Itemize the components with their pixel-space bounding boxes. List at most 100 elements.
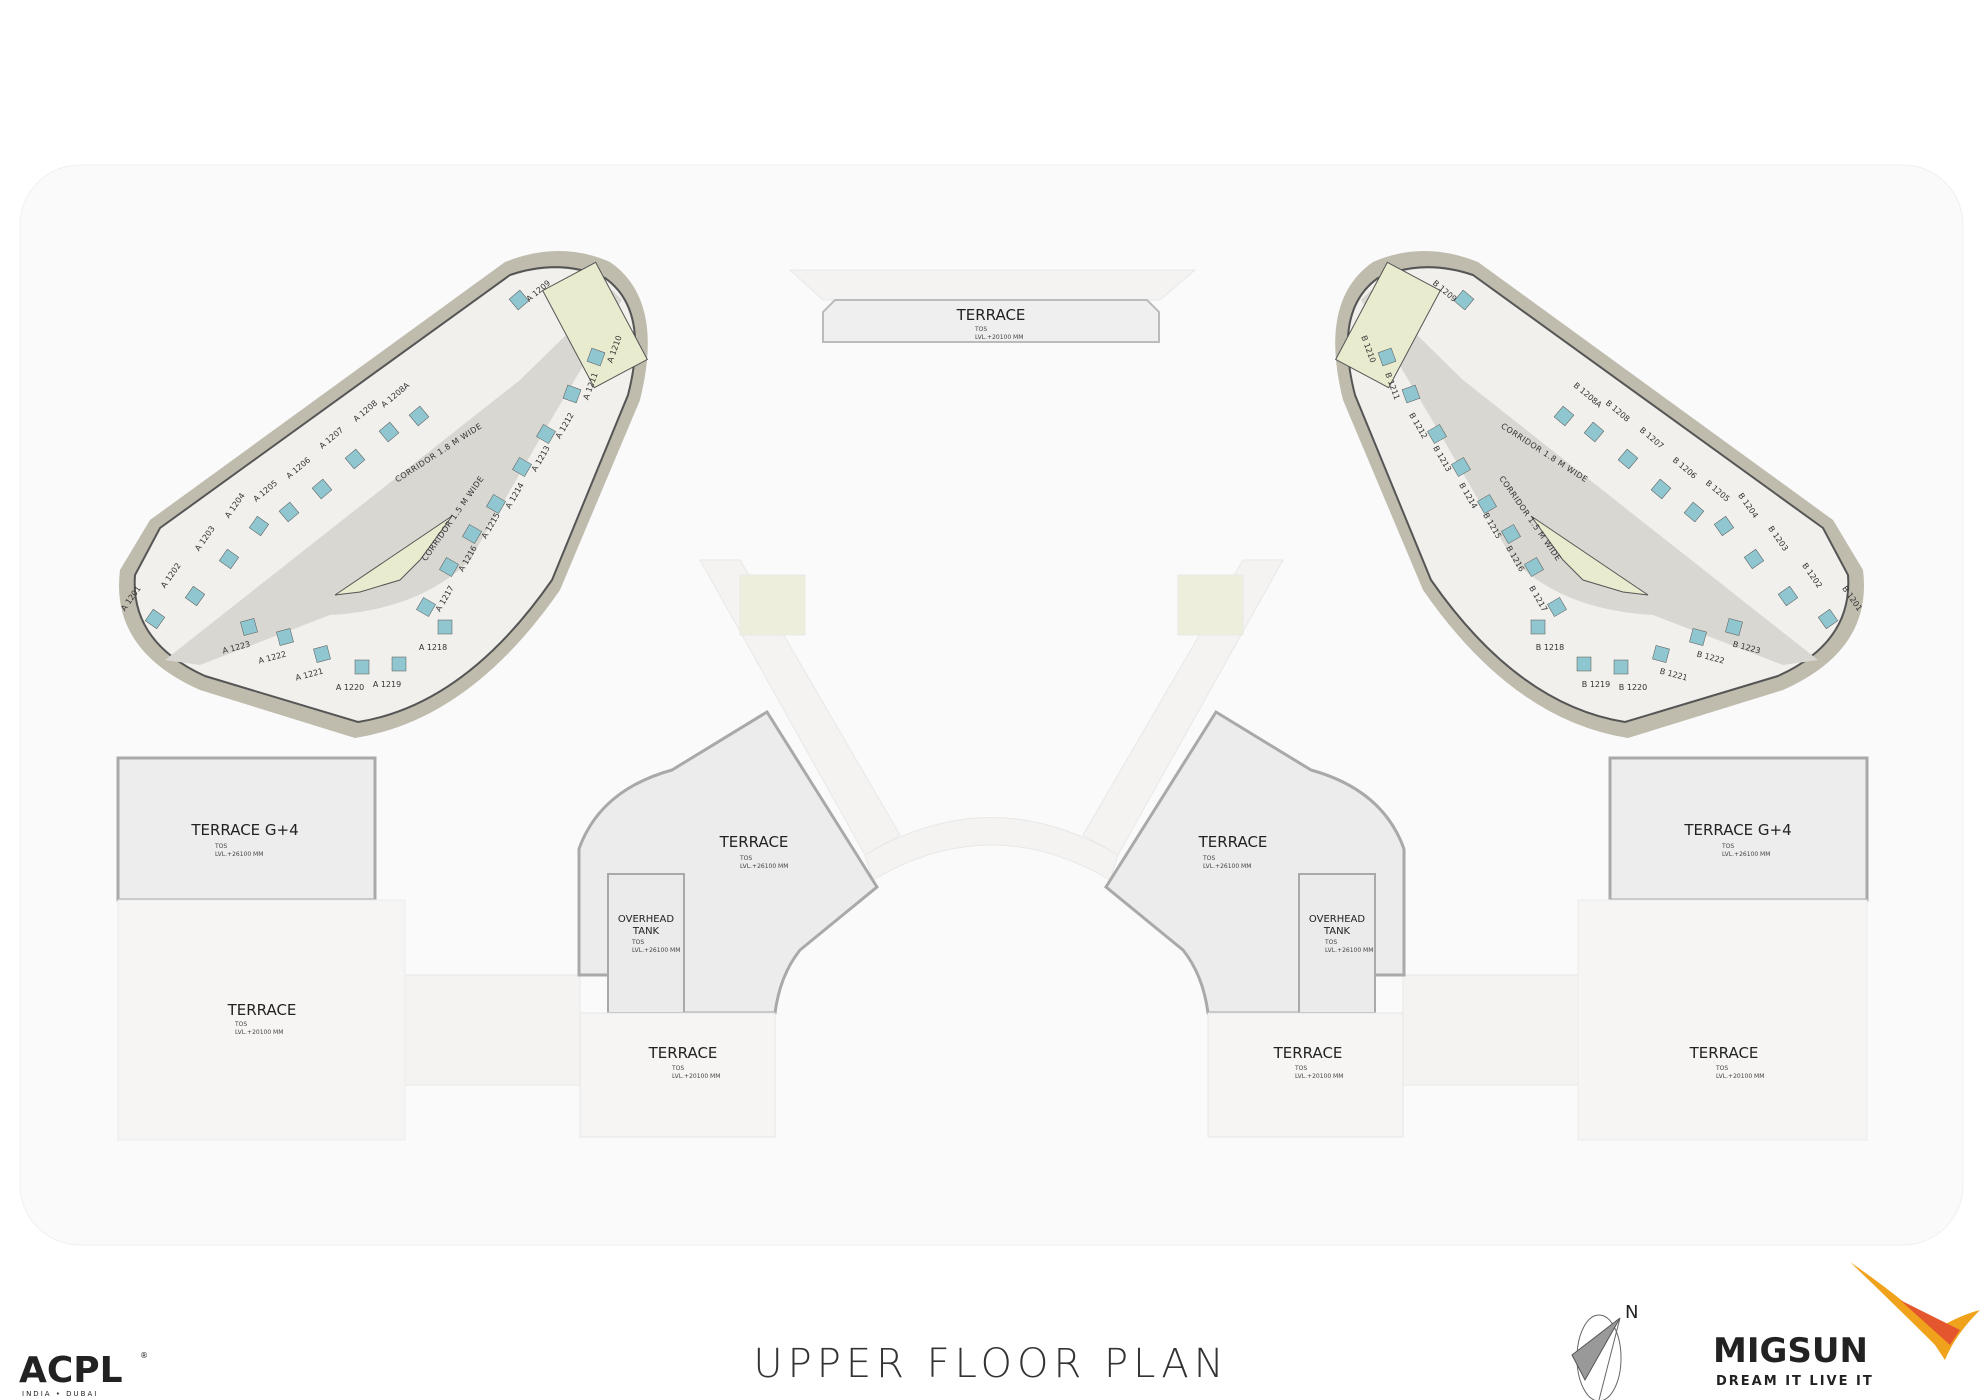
bathrooms: [144, 289, 606, 675]
acpl-logo: ACPL ® INDIA • DUBAI: [19, 1350, 148, 1398]
svg-text:TOS: TOS: [234, 1021, 247, 1028]
bathroom: [313, 645, 331, 663]
wing-a: TERRACE G+4 TOS LVL.+26100 MM TERRACE TO…: [116, 251, 879, 1141]
overhead-tank: OVERHEAD TANK TOS LVL.+26100 MM: [607, 873, 685, 1014]
terrace-main: TERRACE TOS LVL.+20100 MM: [117, 899, 406, 1141]
bathroom: [1524, 557, 1544, 577]
bathroom: [1427, 424, 1447, 444]
svg-text:TOS: TOS: [1715, 1065, 1728, 1072]
bathroom: [1713, 515, 1735, 537]
bathroom: [437, 619, 453, 635]
bathroom: [240, 618, 258, 636]
svg-text:INDIA • DUBAI: INDIA • DUBAI: [22, 1390, 98, 1398]
svg-text:ACPL: ACPL: [19, 1350, 123, 1391]
svg-text:TOS: TOS: [631, 939, 644, 946]
bathroom: [218, 548, 240, 570]
unit-label: B 1220: [1619, 683, 1647, 692]
tower-a: CORRIDOR 1.8 M WIDE CORRIDOR 1.5 M WIDE …: [119, 251, 648, 738]
unit-label: A 1218: [419, 643, 447, 652]
bathroom: [391, 656, 407, 672]
tower-b: [1335, 251, 1864, 738]
svg-text:LVL.+20100 MM: LVL.+20100 MM: [1295, 1073, 1343, 1080]
svg-text:LVL.+26100 MM: LVL.+26100 MM: [740, 863, 788, 870]
terrace-lower: TERRACE TOS LVL.+20100 MM: [1207, 1012, 1404, 1138]
bathroom: [1683, 501, 1705, 523]
svg-text:TANK: TANK: [1323, 926, 1351, 937]
svg-text:TERRACE G+4: TERRACE G+4: [190, 821, 298, 839]
svg-text:TERRACE: TERRACE: [648, 1044, 718, 1062]
bathroom: [1377, 347, 1397, 367]
svg-text:TOS: TOS: [214, 843, 227, 850]
wing-b: TERRACE G+4 TOS LVL.+26100 MM TERRACE TO…: [1104, 251, 1869, 1141]
bathroom: [1576, 656, 1592, 672]
svg-text:TOS: TOS: [671, 1065, 684, 1072]
svg-text:TOS: TOS: [1202, 855, 1215, 862]
bathroom: [144, 608, 166, 630]
svg-text:TOS: TOS: [974, 326, 987, 333]
svg-text:LVL.+20100 MM: LVL.+20100 MM: [235, 1029, 283, 1036]
bathroom: [1652, 645, 1670, 663]
svg-text:LVL.+20100 MM: LVL.+20100 MM: [975, 334, 1023, 341]
bathroom: [1617, 448, 1639, 470]
bathroom: [248, 515, 270, 537]
corridor: [165, 290, 622, 665]
bathroom: [1530, 619, 1546, 635]
core: [1530, 515, 1649, 596]
bathroom: [512, 457, 532, 477]
bathroom: [1725, 618, 1743, 636]
svg-text:®: ®: [140, 1351, 148, 1360]
svg-text:LVL.+26100 MM: LVL.+26100 MM: [1203, 863, 1251, 870]
terrace-g4: TERRACE G+4 TOS LVL.+26100 MM: [116, 756, 377, 902]
bathroom: [1613, 659, 1629, 675]
bathrooms: [1377, 289, 1839, 675]
svg-text:TERRACE G+4: TERRACE G+4: [1683, 821, 1791, 839]
bathroom: [344, 448, 366, 470]
bathroom: [1777, 585, 1799, 607]
bathroom: [278, 501, 300, 523]
bathroom: [416, 597, 436, 617]
svg-text:LVL.+20100 MM: LVL.+20100 MM: [1716, 1073, 1764, 1080]
bathroom: [276, 628, 294, 646]
bathroom: [1451, 457, 1471, 477]
bathroom: [408, 405, 430, 427]
unit-label: A 1219: [373, 680, 401, 689]
svg-text:TOS: TOS: [1324, 939, 1337, 946]
svg-text:TERRACE: TERRACE: [719, 833, 789, 851]
migsun-logo: MIGSUN DREAM IT LIVE IT: [1713, 1262, 1980, 1389]
svg-text:LVL.+20100 MM: LVL.+20100 MM: [672, 1073, 720, 1080]
bathroom: [439, 557, 459, 577]
bathroom: [1817, 608, 1839, 630]
terrace-lower: TERRACE TOS LVL.+20100 MM: [579, 1012, 776, 1138]
stair: [542, 261, 648, 389]
unit-label: B 1219: [1582, 680, 1610, 689]
svg-text:OVERHEAD: OVERHEAD: [1309, 914, 1365, 925]
svg-text:TERRACE: TERRACE: [1689, 1044, 1759, 1062]
stair: [1335, 261, 1441, 389]
bathroom: [311, 478, 333, 500]
bathroom: [1743, 548, 1765, 570]
bathroom: [378, 421, 400, 443]
svg-text:TERRACE: TERRACE: [227, 1001, 297, 1019]
bathroom: [1453, 289, 1475, 311]
bathroom: [1501, 524, 1521, 544]
bathroom: [1689, 628, 1707, 646]
bathroom: [562, 384, 582, 404]
bathroom: [536, 424, 556, 444]
unit-label: A 1220: [336, 683, 364, 692]
svg-text:LVL.+26100 MM: LVL.+26100 MM: [1325, 947, 1373, 954]
svg-text:N: N: [1625, 1302, 1638, 1323]
central-walkways: [404, 269, 1579, 1086]
bathroom: [1553, 405, 1575, 427]
bathroom: [508, 289, 530, 311]
top-terrace: TERRACE TOS LVL.+20100 MM: [822, 299, 1160, 343]
terrace-g4: TERRACE G+4 TOS LVL.+26100 MM: [1608, 756, 1869, 902]
page-title: UPPER FLOOR PLAN: [753, 1341, 1228, 1387]
bathroom: [1477, 494, 1497, 514]
unit-label: B 1218: [1536, 643, 1564, 652]
bathroom: [1401, 384, 1421, 404]
bathroom: [1583, 421, 1605, 443]
svg-text:LVL.+26100 MM: LVL.+26100 MM: [632, 947, 680, 954]
svg-text:TOS: TOS: [1294, 1065, 1307, 1072]
svg-text:TOS: TOS: [1721, 843, 1734, 850]
